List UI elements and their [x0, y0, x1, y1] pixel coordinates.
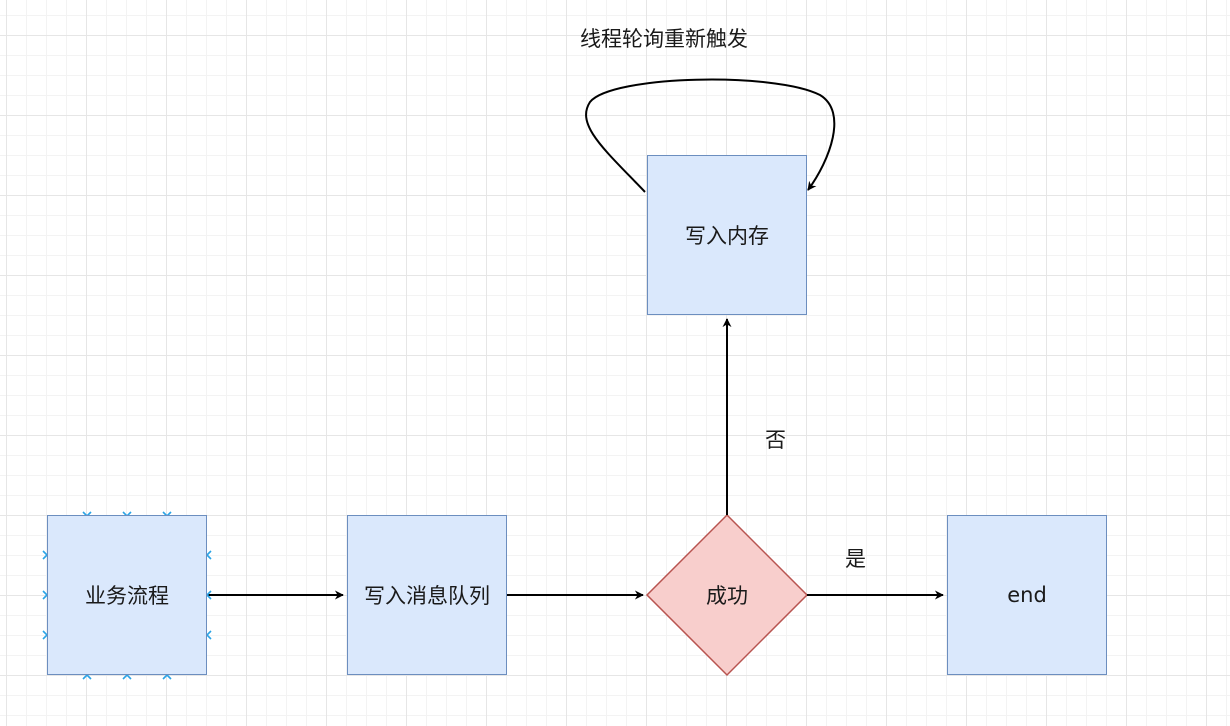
- edge-label-no: 否: [765, 428, 786, 452]
- node-write-message-queue[interactable]: 写入消息队列: [347, 515, 507, 675]
- edge-label-yes: 是: [845, 547, 866, 571]
- node-write-message-queue-label: 写入消息队列: [364, 584, 490, 608]
- node-end[interactable]: end: [947, 515, 1107, 675]
- edge-memory-retry-loop[interactable]: [585, 78, 836, 193]
- edge-label-retry: 线程轮询重新触发: [580, 27, 748, 51]
- node-business-process[interactable]: 业务流程: [47, 515, 207, 675]
- node-write-memory-label: 写入内存: [685, 224, 769, 248]
- node-success-decision[interactable]: 成功: [647, 515, 807, 675]
- node-success-decision-label: 成功: [706, 584, 748, 608]
- decision-diamond-shape[interactable]: [645, 513, 809, 677]
- node-write-memory[interactable]: 写入内存: [647, 155, 807, 315]
- node-business-process-label: 业务流程: [85, 584, 169, 608]
- node-end-label: end: [1007, 583, 1047, 607]
